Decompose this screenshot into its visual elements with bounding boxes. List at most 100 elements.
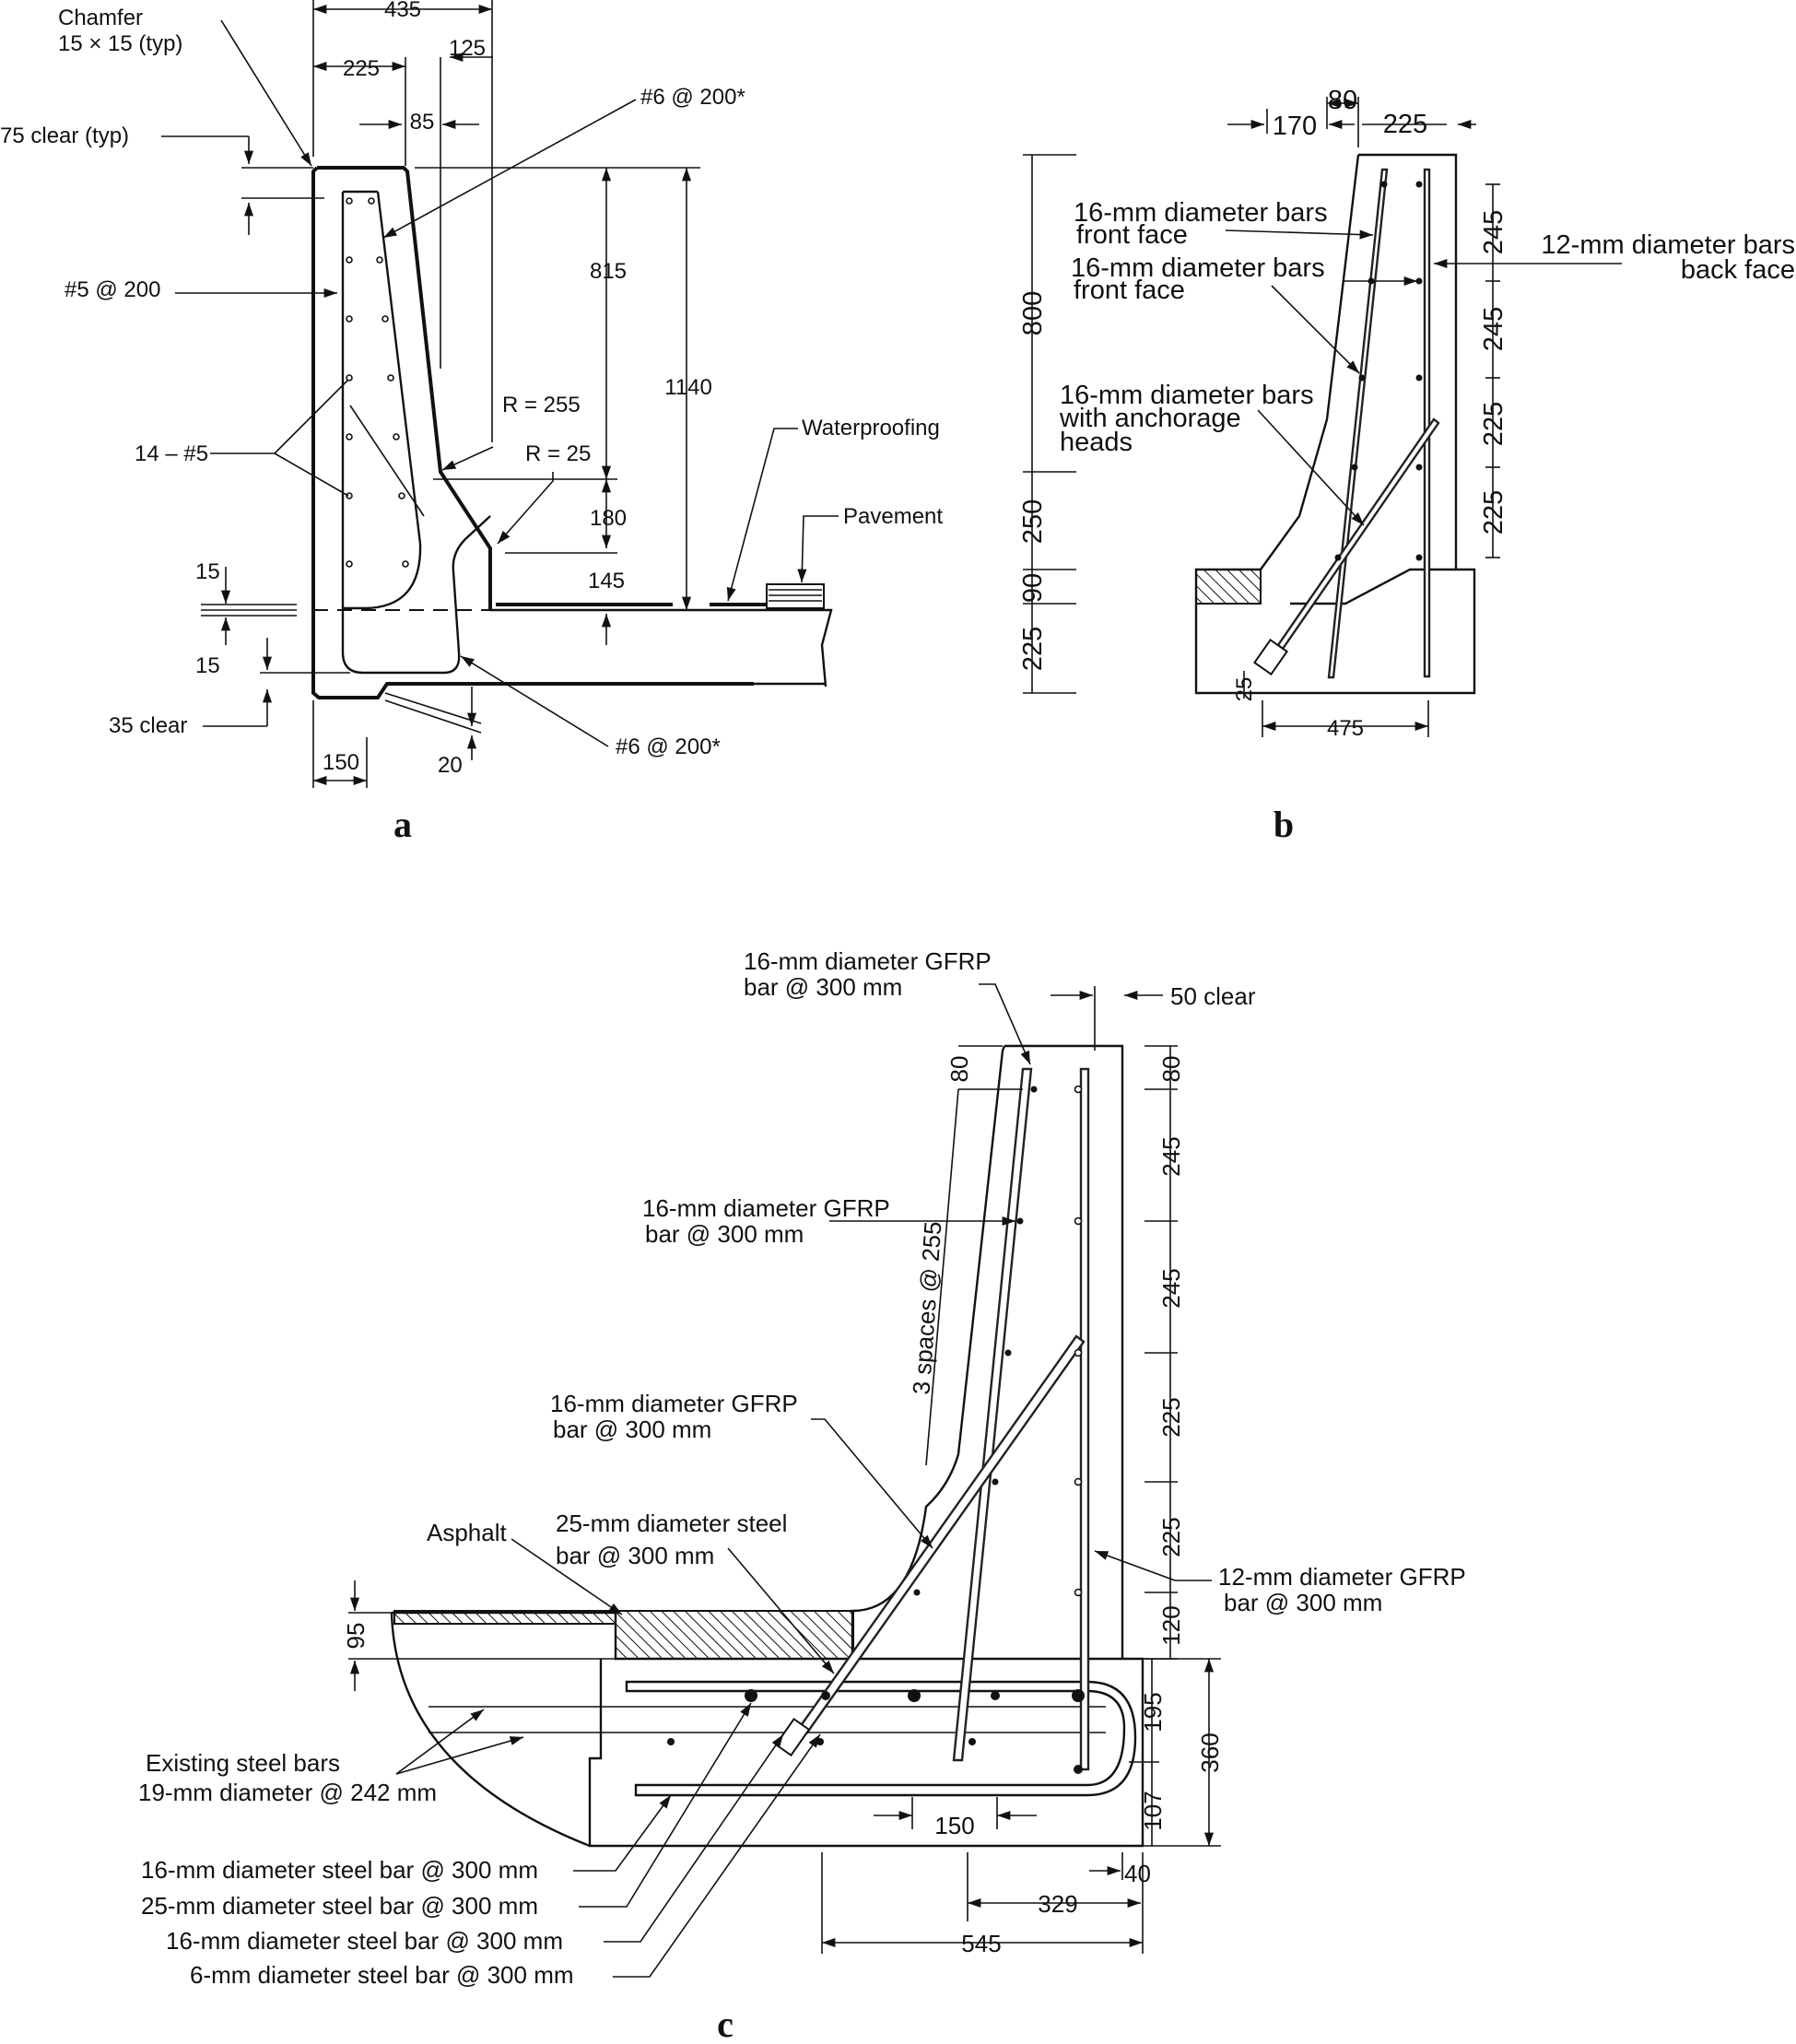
panel-a: 435 225 125 85 815 1140 180 145 Chamfer … (0, 0, 943, 845)
dim-25-b: 25 (1232, 677, 1257, 702)
radius-255-label: R = 255 (502, 393, 581, 417)
diagonal-bar-a (349, 405, 425, 517)
panel-b: 80 170 225 800 250 90 225 245 245 225 22… (1018, 86, 1795, 845)
u-bar-c (625, 1680, 1137, 1797)
chamfer-size-label: 15 × 15 (typ) (58, 31, 182, 56)
gfrp-note-2-l2: bar @ 300 mm (645, 1220, 804, 1248)
panel-a-label: a (393, 804, 412, 845)
bars14-label: 14 – #5 (135, 441, 208, 466)
front-bar-b (1327, 168, 1389, 679)
gfrp-anchored-bar-c (798, 1334, 1086, 1734)
dim-475-b: 475 (1327, 716, 1364, 741)
rebar-cage-a (341, 192, 491, 675)
dim-545-c: 545 (961, 1930, 1001, 1957)
dim-85: 85 (410, 110, 435, 135)
barrier-face-a (317, 166, 492, 610)
pavement-label: Pavement (843, 504, 943, 529)
dim-150-c: 150 (934, 1812, 974, 1839)
clear-50-label: 50 clear (1170, 982, 1256, 1010)
radius-25-label: R = 25 (525, 441, 591, 466)
back-bars-l1: 12-mm diameter bars (1541, 230, 1795, 260)
dim-15-b: 15 (195, 653, 220, 678)
steel16a-note: 16-mm diameter steel bar @ 300 mm (141, 1856, 538, 1884)
dim-170-b: 170 (1273, 112, 1317, 141)
barrier-outline-a (311, 166, 754, 699)
deck-top-a (490, 608, 833, 687)
dim-20: 20 (438, 753, 463, 778)
rebar-inner-a (343, 191, 422, 610)
dim-107-c: 107 (1139, 1791, 1167, 1830)
asphalt-block-c (615, 1610, 854, 1660)
steel25-note-l2: bar @ 300 mm (556, 1542, 714, 1569)
clear-75-label: 75 clear (typ) (0, 123, 129, 148)
steel25-note-l1: 25-mm diameter steel (556, 1510, 787, 1537)
bar-dots-c (667, 1085, 1085, 1774)
bar5-label: #5 @ 200 (65, 277, 160, 302)
gfrp-note-1-l2: bar @ 300 mm (744, 973, 902, 1001)
dim-435: 435 (384, 0, 421, 22)
anchored-bars-l3: heads (1060, 428, 1133, 457)
dim-40-c: 40 (1124, 1860, 1151, 1887)
dim-225-b-top: 225 (1383, 110, 1427, 139)
bar-dots-b (1334, 181, 1423, 561)
barrier-outline-b (1194, 153, 1476, 695)
dim-800-b: 800 (1018, 291, 1048, 335)
dim-245-b-1: 245 (1479, 210, 1508, 254)
dim-195-c: 195 (1139, 1692, 1167, 1732)
chamfer-label: Chamfer (58, 6, 143, 30)
panel-b-label: b (1274, 804, 1294, 845)
waterproofing-label: Waterproofing (802, 416, 940, 441)
panel-c: 50 clear 80 245 245 225 225 120 195 107 … (138, 947, 1466, 2044)
gfrp-front-bar-c (952, 1067, 1033, 1762)
bar6-top-label: #6 @ 200* (640, 85, 745, 110)
asphalt-label: Asphalt (427, 1519, 507, 1546)
hatched-block-b (1195, 569, 1262, 605)
gfrp-note-3-l1: 16-mm diameter GFRP (550, 1390, 798, 1417)
anchorage-head-b (1252, 639, 1289, 675)
panel-c-label: c (717, 2003, 734, 2039)
back-bar-b (1423, 168, 1431, 678)
dim-145: 145 (588, 569, 625, 593)
pavement-block (766, 583, 825, 609)
dim-329-c: 329 (1038, 1890, 1077, 1918)
dim-95-c: 95 (342, 1623, 370, 1650)
dim-225-a: 225 (343, 56, 380, 81)
dim-90-b: 90 (1018, 573, 1048, 603)
gfrp12-note-l1: 12-mm diameter GFRP (1218, 1563, 1466, 1591)
pavement-layers (769, 589, 822, 602)
clear-35-label: 35 clear (109, 713, 187, 738)
spaces-label-c: 3 spaces @ 255 (907, 1220, 946, 1395)
barrier-outline-c (851, 1044, 1124, 1659)
steel25-note: 25-mm diameter steel bar @ 300 mm (141, 1892, 538, 1920)
dim-180: 180 (590, 506, 627, 531)
anchored-bar-b (1276, 417, 1440, 651)
gfrp-back-bar-c (1079, 1067, 1090, 1771)
dim-150-a: 150 (323, 750, 359, 775)
dim-80-c-left: 80 (945, 1056, 973, 1083)
dim-225-c-2: 225 (1157, 1517, 1185, 1556)
dim-225-b-r1: 225 (1479, 402, 1508, 446)
dim-245-c-2: 245 (1157, 1268, 1185, 1308)
front-bars-1-l1: 16-mm diameter bars (1074, 198, 1328, 228)
dim-1140: 1140 (664, 375, 712, 400)
anchored-bars-l1: 16-mm diameter bars (1060, 381, 1314, 410)
gfrp-note-1-l1: 16-mm diameter GFRP (744, 947, 992, 975)
dim-80-c-top: 80 (1157, 1056, 1185, 1083)
front-bars-2-l1: 16-mm diameter bars (1071, 253, 1325, 283)
gfrp-note-2-l1: 16-mm diameter GFRP (642, 1194, 890, 1222)
bar6-bottom-label: #6 @ 200* (616, 734, 721, 759)
front-bars-2-l2: front face (1074, 276, 1185, 305)
asphalt-strip-c (393, 1610, 616, 1625)
gfrp-note-3-l2: bar @ 300 mm (553, 1416, 711, 1443)
front-bars-1-l2: front face (1076, 220, 1188, 250)
dim-80-b: 80 (1328, 86, 1357, 115)
anchorage-head-c (774, 1717, 811, 1757)
dim-225-c-1: 225 (1157, 1397, 1185, 1437)
dim-225-b-left: 225 (1018, 627, 1048, 671)
longitudinal-bars-a (346, 197, 409, 568)
dim-125: 125 (449, 36, 486, 61)
existing-note-l1: Existing steel bars (146, 1749, 340, 1777)
dim-815: 815 (590, 259, 627, 284)
